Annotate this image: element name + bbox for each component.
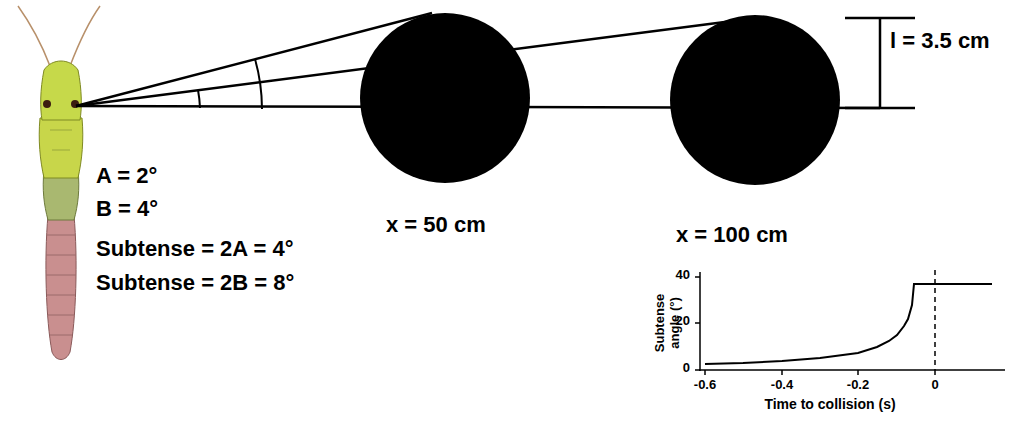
locust-figure	[18, 6, 100, 360]
angle-label: A = 2°	[96, 163, 157, 188]
size-label: l = 3.5 cm	[890, 28, 990, 53]
tick-label: -0.2	[847, 378, 869, 393]
inset-chart	[695, 270, 1005, 375]
axis-title: Time to collision (s)	[764, 396, 895, 412]
tick-label: 0	[931, 378, 938, 393]
distance-label: x = 100 cm	[676, 222, 788, 247]
axis-title: Subtense angle (°)	[653, 292, 683, 354]
tick-label: 40	[676, 268, 690, 283]
subtense-label: Subtense = 2B = 8°	[96, 270, 294, 295]
distance-label: x = 50 cm	[386, 212, 486, 237]
angle-label: B = 4°	[96, 196, 158, 221]
tick-label: 0	[683, 361, 690, 376]
tick-label: -0.4	[771, 378, 793, 393]
near-disc	[360, 13, 530, 183]
tick-label: -0.6	[694, 378, 716, 393]
subtense-label: Subtense = 2A = 4°	[96, 236, 294, 261]
far-disc	[670, 15, 840, 185]
